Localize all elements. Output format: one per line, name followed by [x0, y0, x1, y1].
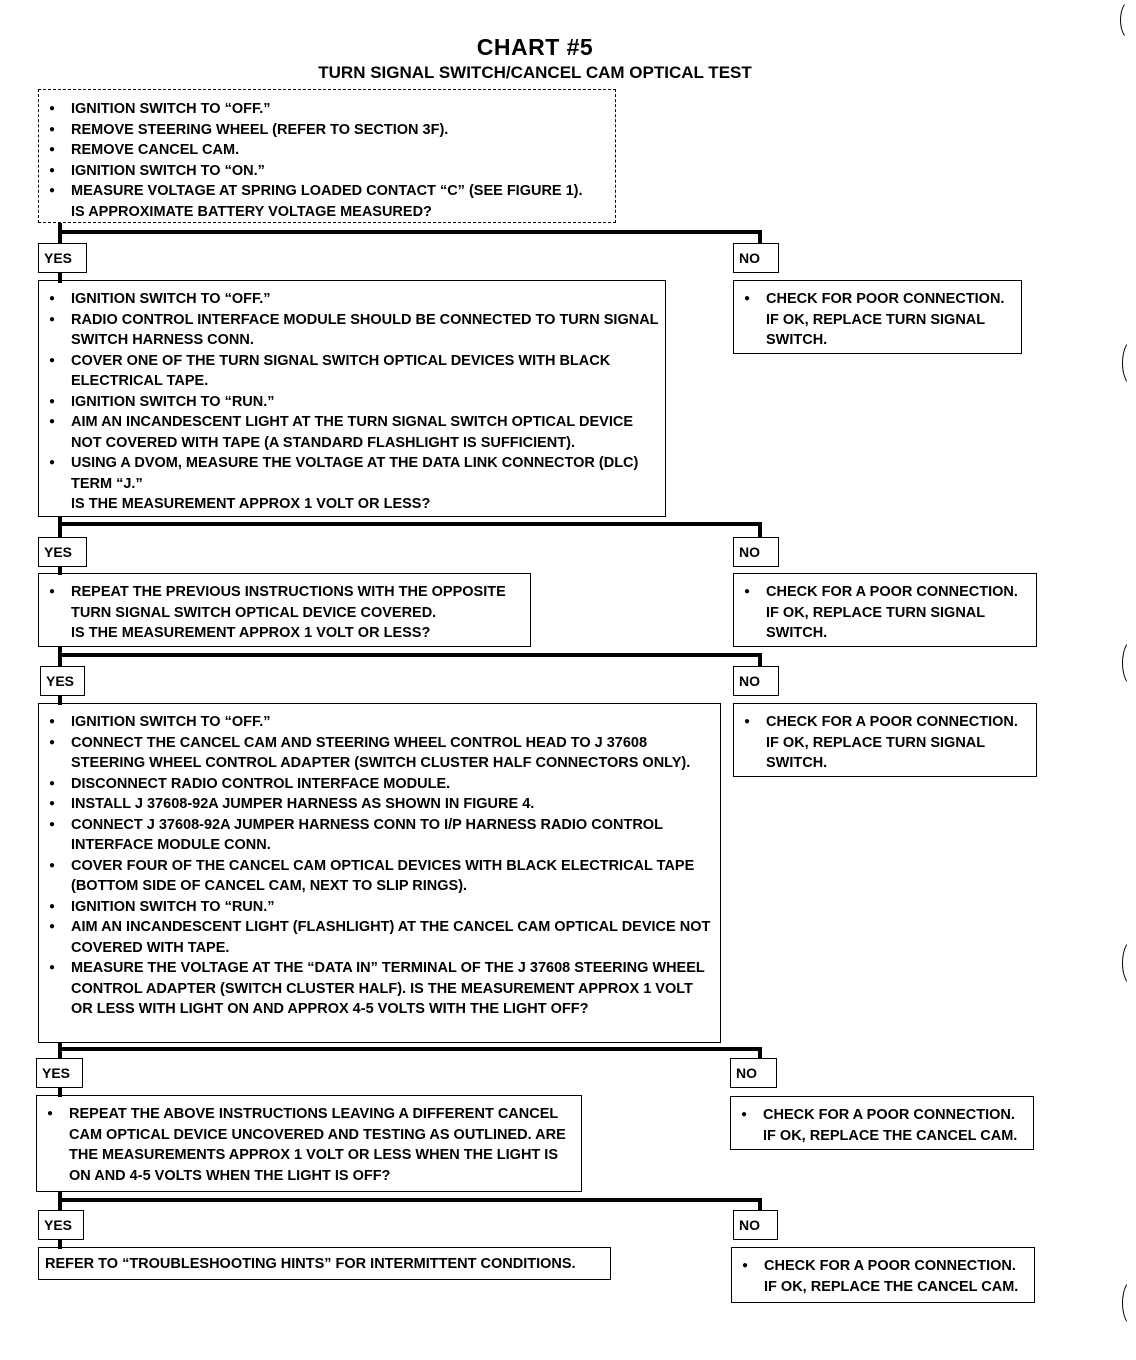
- connector-line: [58, 1198, 762, 1202]
- connector-line: [758, 1198, 762, 1210]
- list-item: INSTALL J 37608-92A JUMPER HARNESS AS SH…: [45, 794, 714, 815]
- step-3-box: REPEAT THE PREVIOUS INSTRUCTIONS WITH TH…: [38, 573, 531, 647]
- no-label: NO: [733, 243, 779, 273]
- list-item: IGNITION SWITCH TO “OFF.”: [45, 289, 659, 310]
- list-item: CONNECT J 37608-92A JUMPER HARNESS CONN …: [45, 815, 714, 856]
- step-3-question: IS THE MEASUREMENT APPROX 1 VOLT OR LESS…: [71, 625, 431, 641]
- step-4-list: IGNITION SWITCH TO “OFF.” CONNECT THE CA…: [45, 712, 714, 1020]
- binder-hole-mark: [1120, 0, 1136, 40]
- step-1-question: IS APPROXIMATE BATTERY VOLTAGE MEASURED?: [71, 203, 432, 220]
- list-item: IGNITION SWITCH TO “RUN.”: [45, 392, 659, 413]
- connector-line: [758, 230, 762, 243]
- list-item: CHECK FOR A POOR CONNECTION. IF OK, REPL…: [740, 582, 1030, 644]
- list-item: MEASURE VOLTAGE AT SPRING LOADED CONTACT…: [45, 181, 609, 202]
- step-2-list: IGNITION SWITCH TO “OFF.” RADIO CONTROL …: [45, 289, 659, 494]
- binder-hole-mark: [1122, 1280, 1136, 1326]
- no-2-box: CHECK FOR A POOR CONNECTION. IF OK, REPL…: [733, 573, 1037, 647]
- list-item: COVER FOUR OF THE CANCEL CAM OPTICAL DEV…: [45, 856, 714, 897]
- list-item: DISCONNECT RADIO CONTROL INTERFACE MODUL…: [45, 774, 714, 795]
- connector-line: [58, 567, 62, 575]
- list-item: AIM AN INCANDESCENT LIGHT AT THE TURN SI…: [45, 412, 659, 453]
- no-3-box: CHECK FOR A POOR CONNECTION. IF OK, REPL…: [733, 703, 1037, 777]
- step-2-question: IS THE MEASUREMENT APPROX 1 VOLT OR LESS…: [71, 496, 431, 512]
- list-item: CONNECT THE CANCEL CAM AND STEERING WHEE…: [45, 733, 714, 774]
- step-2-box: IGNITION SWITCH TO “OFF.” RADIO CONTROL …: [38, 280, 666, 517]
- final-yes-text: REFER TO “TROUBLESHOOTING HINTS” FOR INT…: [45, 1256, 576, 1272]
- no-label: NO: [730, 1058, 777, 1088]
- connector-line: [58, 517, 62, 537]
- no-label: NO: [733, 537, 779, 567]
- chart-title: CHART #5: [476, 34, 594, 60]
- step-5-box: REPEAT THE ABOVE INSTRUCTIONS LEAVING A …: [36, 1095, 582, 1192]
- list-item: COVER ONE OF THE TURN SIGNAL SWITCH OPTI…: [45, 351, 659, 392]
- yes-label: YES: [40, 666, 85, 696]
- list-item: CHECK FOR A POOR CONNECTION. IF OK, REPL…: [738, 1256, 1028, 1297]
- connector-line: [58, 1240, 62, 1249]
- connector-line: [58, 653, 762, 657]
- no-1-box: CHECK FOR POOR CONNECTION. IF OK, REPLAC…: [733, 280, 1022, 354]
- connector-line: [58, 230, 762, 234]
- final-yes-box: REFER TO “TROUBLESHOOTING HINTS” FOR INT…: [38, 1247, 611, 1280]
- list-item: REPEAT THE PREVIOUS INSTRUCTIONS WITH TH…: [45, 582, 524, 623]
- list-item: IGNITION SWITCH TO “OFF.”: [45, 712, 714, 733]
- yes-label: YES: [38, 243, 87, 273]
- connector-line: [58, 696, 62, 705]
- connector-line: [758, 653, 762, 666]
- list-item: USING A DVOM, MEASURE THE VOLTAGE AT THE…: [45, 453, 659, 494]
- list-item: IGNITION SWITCH TO “ON.”: [45, 161, 609, 182]
- list-item: CHECK FOR A POOR CONNECTION. IF OK, REPL…: [737, 1105, 1027, 1146]
- chart-subtitle: TURN SIGNAL SWITCH/CANCEL CAM OPTICAL TE…: [318, 63, 752, 82]
- no-label: NO: [733, 1210, 778, 1240]
- connector-line: [58, 1047, 762, 1051]
- yes-label: YES: [38, 1210, 84, 1240]
- list-item: CHECK FOR POOR CONNECTION. IF OK, REPLAC…: [740, 289, 1015, 351]
- yes-label: YES: [38, 537, 87, 567]
- yes-label: YES: [36, 1058, 83, 1088]
- connector-line: [758, 522, 762, 537]
- connector-line: [758, 1047, 762, 1058]
- list-item: RADIO CONTROL INTERFACE MODULE SHOULD BE…: [45, 310, 659, 351]
- connector-line: [58, 522, 762, 526]
- list-item: REPEAT THE ABOVE INSTRUCTIONS LEAVING A …: [43, 1104, 575, 1186]
- connector-line: [58, 1088, 62, 1097]
- list-item: CHECK FOR A POOR CONNECTION. IF OK, REPL…: [740, 712, 1030, 774]
- binder-hole-mark: [1122, 640, 1136, 686]
- list-item: IGNITION SWITCH TO “RUN.”: [45, 897, 714, 918]
- list-item: IGNITION SWITCH TO “OFF.”: [45, 99, 609, 120]
- no-label: NO: [733, 666, 779, 696]
- no-5-box: CHECK FOR A POOR CONNECTION. IF OK, REPL…: [731, 1247, 1035, 1303]
- step-4-box: IGNITION SWITCH TO “OFF.” CONNECT THE CA…: [38, 703, 721, 1043]
- no-4-box: CHECK FOR A POOR CONNECTION. IF OK, REPL…: [730, 1096, 1034, 1150]
- list-item: AIM AN INCANDESCENT LIGHT (FLASHLIGHT) A…: [45, 917, 714, 958]
- list-item: REMOVE STEERING WHEEL (REFER TO SECTION …: [45, 120, 609, 141]
- step-1-box: IGNITION SWITCH TO “OFF.” REMOVE STEERIN…: [38, 89, 616, 223]
- binder-hole-mark: [1122, 940, 1136, 986]
- step-1-list: IGNITION SWITCH TO “OFF.” REMOVE STEERIN…: [45, 99, 609, 202]
- list-item: MEASURE THE VOLTAGE AT THE “DATA IN” TER…: [45, 958, 714, 1020]
- list-item: REMOVE CANCEL CAM.: [45, 140, 609, 161]
- connector-line: [58, 273, 62, 283]
- binder-hole-mark: [1122, 340, 1136, 386]
